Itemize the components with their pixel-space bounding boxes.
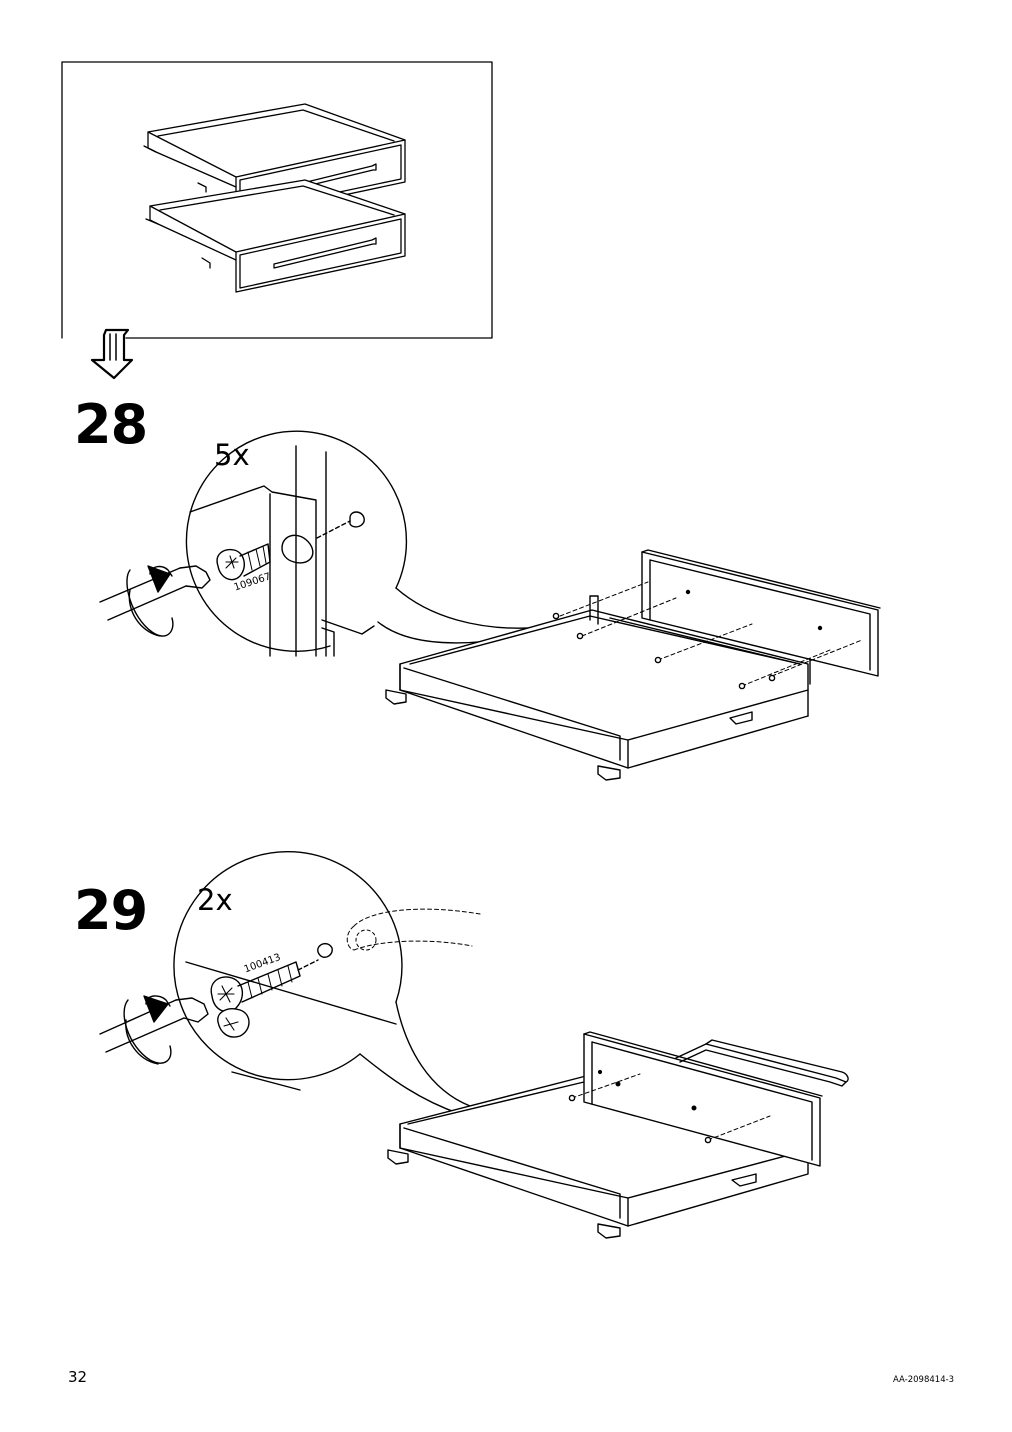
screwdriver	[99, 995, 209, 1065]
step-29-illustration	[99, 851, 849, 1239]
back-panel	[641, 549, 881, 677]
front-panel	[583, 1031, 823, 1167]
document-code: AA-2098414-3	[893, 1375, 955, 1385]
step-number: 28	[74, 393, 148, 456]
step-28-illustration	[99, 430, 881, 781]
screw-cap	[217, 1008, 250, 1038]
next-step-arrow	[90, 328, 134, 380]
screw-100413	[210, 961, 301, 1013]
lower-drawer	[145, 179, 406, 293]
screwdriver	[99, 565, 211, 637]
upper-drawer	[143, 103, 406, 219]
step-number: 29	[74, 879, 148, 942]
overview-illustration	[61, 61, 493, 380]
page-number: 32	[68, 1368, 88, 1386]
drawer-handle	[675, 1039, 849, 1087]
drawer-box	[385, 595, 811, 781]
screw-109067	[216, 543, 271, 581]
